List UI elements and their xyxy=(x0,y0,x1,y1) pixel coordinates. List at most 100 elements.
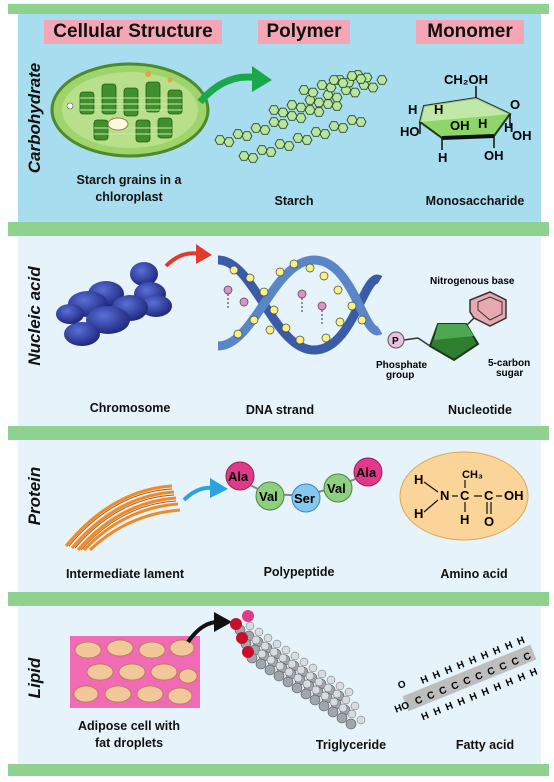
monosaccharide-structure: CH₂OH O H H OH H H HO OH H OH xyxy=(400,72,532,165)
residue-ser: Ser xyxy=(294,491,315,506)
amino-oh: OH xyxy=(504,488,524,503)
glucose-ring xyxy=(268,117,280,127)
glucose-ring xyxy=(283,141,295,151)
hydrogen-bead xyxy=(320,691,330,701)
carbon-bead xyxy=(255,658,267,670)
polypeptide-illustration: Ala Val Ser Val Ala xyxy=(225,457,383,513)
fatty-h-top: H xyxy=(467,654,478,667)
glucose-ring xyxy=(376,75,388,85)
band-1 xyxy=(8,222,549,236)
glucose-ring xyxy=(346,71,358,81)
hydrogen-bead xyxy=(305,671,315,681)
amino-acid-structure: H N H CH₃ C H C O OH xyxy=(399,451,529,541)
caption-monosaccharide: Monosaccharide xyxy=(425,194,525,208)
fatty-carbon: C xyxy=(426,690,437,703)
row-label-protein: Protein xyxy=(25,466,44,526)
hydrogen-bead xyxy=(326,675,336,685)
hydrogen-bead xyxy=(278,653,288,663)
carbon-bead xyxy=(282,676,294,688)
glucose-ring xyxy=(295,113,307,123)
fatty-h-bottom: H xyxy=(504,676,515,689)
band-2 xyxy=(8,426,549,440)
oxygen-head xyxy=(242,646,254,658)
fatty-h-top: H xyxy=(455,659,466,672)
header-cellular-structure: Cellular Structure xyxy=(44,20,222,44)
chromosome-illustration xyxy=(56,262,172,346)
glucose-ring xyxy=(277,119,289,129)
glucose-ring xyxy=(250,123,262,133)
band-3 xyxy=(8,592,549,606)
glucose-ring xyxy=(256,145,268,155)
hydrogen-bead xyxy=(251,635,261,645)
glucose-ring xyxy=(322,99,334,109)
hydrogen-bead xyxy=(272,639,282,649)
glucose-ring xyxy=(247,153,259,163)
hydrogen-bead xyxy=(260,641,270,651)
hydrogen-bead xyxy=(293,673,303,683)
carbon-bead xyxy=(336,712,348,724)
carbon-bead xyxy=(273,670,285,682)
hydrogen-bead xyxy=(356,715,366,725)
phosphate-group-label-line2: group xyxy=(386,370,414,381)
oh-label-3: OH xyxy=(484,148,504,163)
oh-label-1: OH xyxy=(450,118,470,133)
amino-n: N xyxy=(440,488,449,503)
fatty-h-top: H xyxy=(516,635,527,648)
fatty-h-top: H xyxy=(443,664,454,677)
ring-oxygen-label: O xyxy=(510,97,520,112)
carbon-bead xyxy=(318,700,330,712)
amino-o: O xyxy=(484,514,494,529)
h-label-4: H xyxy=(504,120,513,135)
hydrogen-bead xyxy=(344,687,354,697)
glucose-ring xyxy=(286,111,298,121)
fatty-h-top: H xyxy=(431,669,442,682)
hydrogen-bead xyxy=(338,703,348,713)
hydrogen-bead xyxy=(332,689,342,699)
glucose-ring xyxy=(328,121,340,131)
h-label-3: H xyxy=(478,116,487,131)
residue-val-2: Val xyxy=(327,481,346,496)
nucleotide-illustration: P Nitrogenous base Phosphate group 5-car… xyxy=(376,276,530,381)
hydrogen-bead xyxy=(257,649,267,659)
h-label-1: H xyxy=(408,102,417,117)
fatty-carbon: C xyxy=(438,685,449,698)
caption-triglyceride: Triglyceride xyxy=(315,738,387,752)
chloroplast-illustration xyxy=(50,62,210,158)
sugar-label-line1: 5-carbon xyxy=(488,358,530,369)
blue-arrow xyxy=(182,478,228,502)
caption-starch-grains: Starch grains in a chloroplast xyxy=(44,172,214,206)
amino-ch3: CH₃ xyxy=(462,469,483,481)
hydrogen-bead xyxy=(263,633,273,643)
caption-starch: Starch xyxy=(274,194,314,208)
caption-polypeptide: Polypeptide xyxy=(263,565,335,579)
glucose-ring xyxy=(313,107,325,117)
fatty-carbon: C xyxy=(486,665,497,678)
fatty-carbon: C xyxy=(450,680,461,693)
fatty-carbon: C xyxy=(414,695,425,708)
glucose-ring xyxy=(286,100,298,110)
fatty-ho: HO xyxy=(393,700,411,716)
ho-label: HO xyxy=(400,124,420,139)
hydrogen-bead xyxy=(347,709,357,719)
glucose-ring xyxy=(319,129,331,139)
h-label-5: H xyxy=(438,150,447,165)
hydrogen-bead xyxy=(290,651,300,661)
hydrogen-bead xyxy=(329,697,339,707)
h-label-2: H xyxy=(434,102,443,117)
band-bottom xyxy=(8,764,549,776)
caption-adipose-line1: Adipose cell with xyxy=(77,719,181,733)
hydrogen-bead xyxy=(317,669,327,679)
caption-amino-acid: Amino acid xyxy=(440,567,508,581)
glucose-ring xyxy=(337,78,349,88)
fatty-carbon: C xyxy=(498,660,509,673)
hydrogen-bead xyxy=(311,685,321,695)
fatty-o: O xyxy=(396,679,408,692)
fatty-h-bottom: H xyxy=(492,681,503,694)
fatty-h-bottom: H xyxy=(516,671,527,684)
glucose-ring xyxy=(265,147,277,157)
oxygen-head xyxy=(236,632,248,644)
caption-dna-strand: DNA strand xyxy=(245,403,315,417)
hydrogen-bead xyxy=(284,667,294,677)
fatty-carbon: C xyxy=(522,651,533,664)
